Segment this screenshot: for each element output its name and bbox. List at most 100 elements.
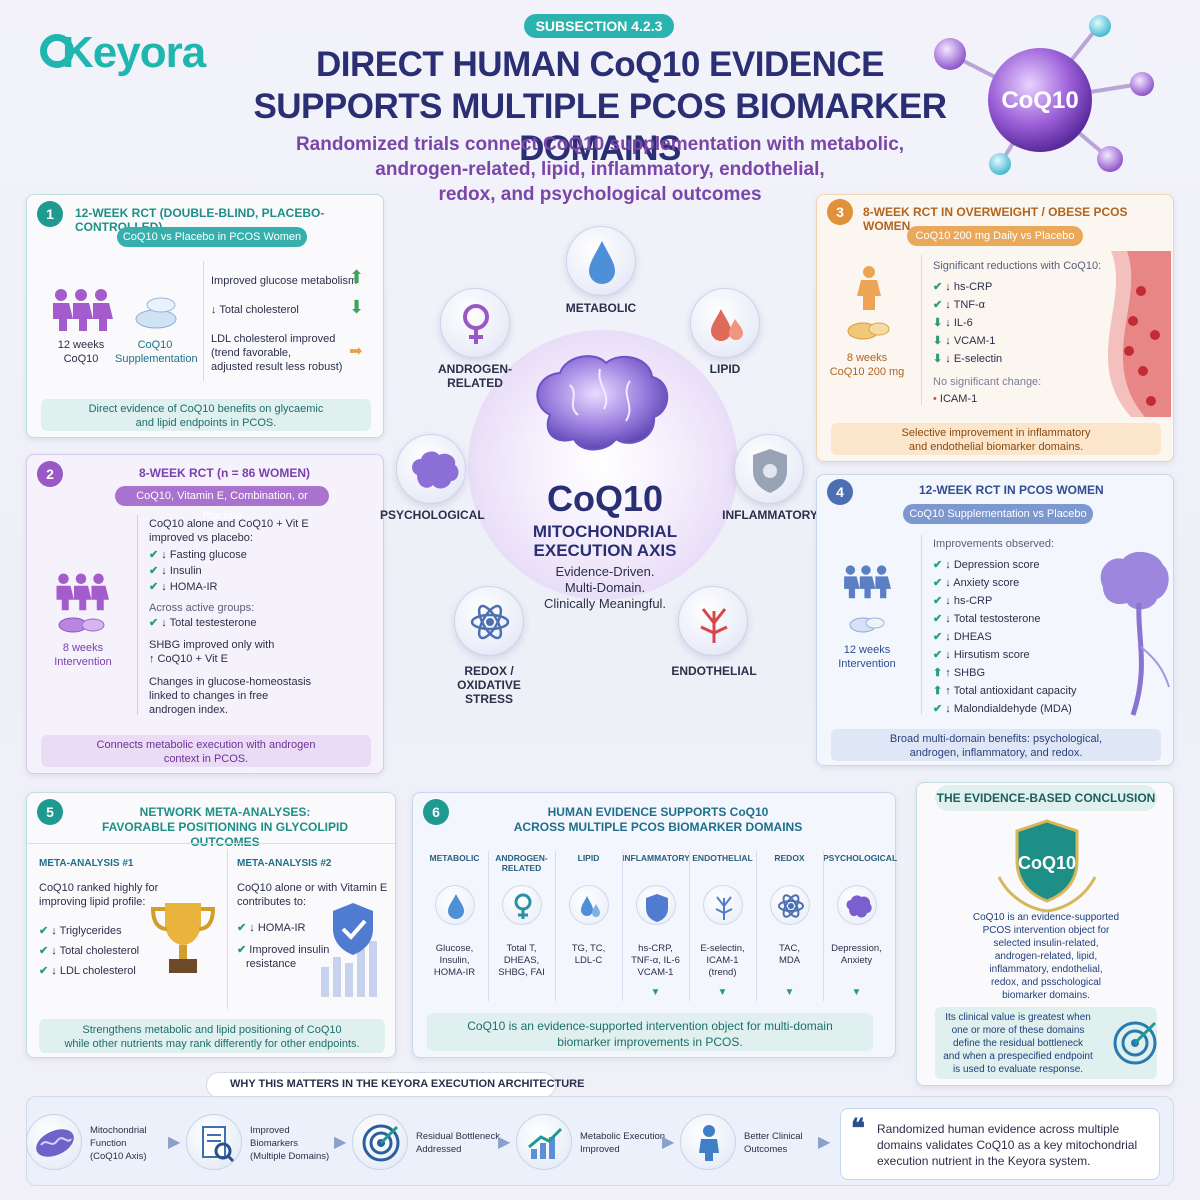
vessel-icon <box>702 885 743 925</box>
page-subtitle: Randomized trials connect CoQ10 suppleme… <box>260 132 940 207</box>
mitochondria-icon <box>26 1114 82 1170</box>
list-item: ✔ ↓ Fasting glucose <box>149 549 247 561</box>
label-androgen: ANDROGEN-RELATED <box>438 362 512 390</box>
water-drop-icon <box>589 241 615 284</box>
card-title: NETWORK META-ANALYSES:FAVORABLE POSITION… <box>101 805 349 849</box>
card-rct-8week: 2 8-WEEK RCT (n = 86 WOMEN) CoQ10, Vitam… <box>26 454 384 774</box>
chevron-down-icon: ▼ <box>650 987 661 998</box>
trophy-icon <box>150 903 216 973</box>
flow-arrow-icon: ▶ <box>498 1134 511 1151</box>
card-footer: Broad multi-domain benefits: psychologic… <box>831 729 1161 761</box>
across-item: ✔ ↓ Total testesterone <box>149 617 257 629</box>
column-values: E-selectin,ICAM-1(trend) <box>700 943 745 978</box>
card-meta-analyses: 5 NETWORK META-ANALYSES:FAVORABLE POSITI… <box>26 792 397 1058</box>
column-header: ENDOTHELIAL <box>692 853 753 863</box>
card-number: 5 <box>37 799 63 825</box>
column-values: Glucose,Insulin,HOMA-IR <box>433 943 476 978</box>
atom-icon <box>769 885 810 925</box>
quote-text: Randomized human evidence across multipl… <box>877 1122 1138 1168</box>
nochange-label: No significant change: <box>933 376 1042 388</box>
card-pill: CoQ10, Vitamin E, Combination, or Placeb… <box>115 486 329 522</box>
shield-icon <box>753 449 787 493</box>
growth-chart-icon <box>516 1114 572 1170</box>
node-endothelial <box>678 586 748 656</box>
label-endothelial: ENDOTHELIAL <box>671 664 757 678</box>
column-values: Total T,DHEAS,SHBG, FAI <box>498 943 545 978</box>
female-symbol-icon <box>501 885 542 925</box>
node-lipid <box>690 288 760 358</box>
molecule-label: CoQ10 <box>1001 87 1078 114</box>
meta2-title: META-ANALYSIS #2 <box>237 858 332 869</box>
card-conclusion: THE EVIDENCE-BASED CONCLUSION CoQ10 CoQ1… <box>916 782 1174 1086</box>
item-list: ✔ ↓ Fasting glucose ✔ ↓ Insulin ✔ ↓ HOMA… <box>149 548 247 594</box>
flow-arrow-icon: ▶ <box>818 1134 831 1151</box>
column-header: LIPID <box>577 853 600 863</box>
brain-nerve-icon <box>1100 551 1170 716</box>
card-pill: CoQ10 200 mg Daily vs Placebo <box>907 226 1083 246</box>
shield-icon <box>635 885 676 925</box>
column-values: TG, TC,LDL-C <box>571 943 606 966</box>
card-number: 6 <box>423 799 449 825</box>
card-title: 12-WEEK RCT IN PCOS WOMEN <box>919 483 1104 497</box>
target-icon <box>1113 1021 1157 1065</box>
woman-icon <box>857 266 881 310</box>
person-icon <box>680 1114 736 1170</box>
chevron-down-icon: ▼ <box>784 987 795 998</box>
label-inflammatory: INFLAMMATORY <box>722 508 818 522</box>
card-number: 3 <box>827 199 853 225</box>
card-number: 1 <box>37 201 63 227</box>
chevron-down-icon: ▼ <box>717 987 728 998</box>
node-psychological <box>396 434 466 504</box>
list-item: ✔ ↓ DHEAS <box>933 631 992 643</box>
capsule-icon <box>849 617 885 633</box>
card-number: 4 <box>827 479 853 505</box>
lipid-drops-icon <box>568 885 609 925</box>
list-item: ⬇ ↓ VCAM-1 <box>933 335 996 347</box>
arrow-up-icon: ⬆ <box>349 267 365 287</box>
item-glucose: Improved glucose metabolism <box>211 275 358 287</box>
female-symbol-icon <box>463 304 489 344</box>
card-footer: Strengthens metabolic and lipid position… <box>39 1019 385 1053</box>
coq10-molecule-icon: CoQ10 <box>934 15 1154 175</box>
capsule-icon <box>58 617 105 633</box>
list-item: ⬆ ↑ SHBG <box>933 667 986 679</box>
women-group-icon <box>56 573 109 611</box>
item-list: ✔ ↓ hs-CRP ✔ ↓ TNF-α ⬇ ↓ IL-6 ⬇ ↓ VCAM-1… <box>933 278 1002 368</box>
brain-small-icon <box>412 451 459 489</box>
keyora-logo: Keyora <box>40 20 220 100</box>
list-item: ✔ ↓ Depression score <box>933 559 1040 571</box>
flow-arrow-icon: ▶ <box>168 1134 181 1151</box>
card-number: 2 <box>37 461 63 487</box>
meta1-title: META-ANALYSIS #1 <box>39 858 134 869</box>
card-title: 8-WEEK RCT IN OVERWEIGHT / OBESE PCOS WO… <box>863 205 1128 233</box>
why-title: WHY THIS MATTERS IN THE KEYORA EXECUTION… <box>230 1078 585 1090</box>
nochange-item: • ICAM-1 <box>933 393 978 405</box>
node-androgen <box>440 288 510 358</box>
across-label: Across active groups: <box>149 602 255 614</box>
column-values: Depression,Anxiety <box>831 943 882 966</box>
meta1-list: ✔ ↓ Triglycerides ✔ ↓ Total cholesterol … <box>39 921 139 981</box>
column-header: INFLAMMATORY <box>622 853 690 863</box>
item-ldl: LDL cholesterol improved(trend favorable… <box>211 333 343 373</box>
capsule-icon <box>847 322 890 340</box>
card-rct-12week: 1 12-WEEK RCT (DOUBLE-BLIND, PLACEBO-CON… <box>26 194 384 438</box>
list-item: ✔ ↓ Malondialdehyde (MDA) <box>933 703 1072 715</box>
quote-icon: ❝ <box>851 1113 865 1143</box>
vessel-icon <box>700 608 728 643</box>
list-item: ✔ ↓ Insulin <box>149 565 202 577</box>
meta2-item1: ✔ ↓ HOMA-IR <box>237 922 306 934</box>
card-pill: CoQ10 vs Placebo in PCOS Women <box>117 227 307 247</box>
list-item: ✔ ↓ TNF-α <box>933 299 986 311</box>
shield-chart-icon <box>321 903 377 997</box>
column-header: ANDROGEN-RELATED <box>495 853 548 873</box>
card-rct-pcos-12week: 4 12-WEEK RCT IN PCOS WOMEN CoQ10 Supple… <box>816 474 1174 766</box>
arrow-right-icon: ➡ <box>349 343 363 360</box>
